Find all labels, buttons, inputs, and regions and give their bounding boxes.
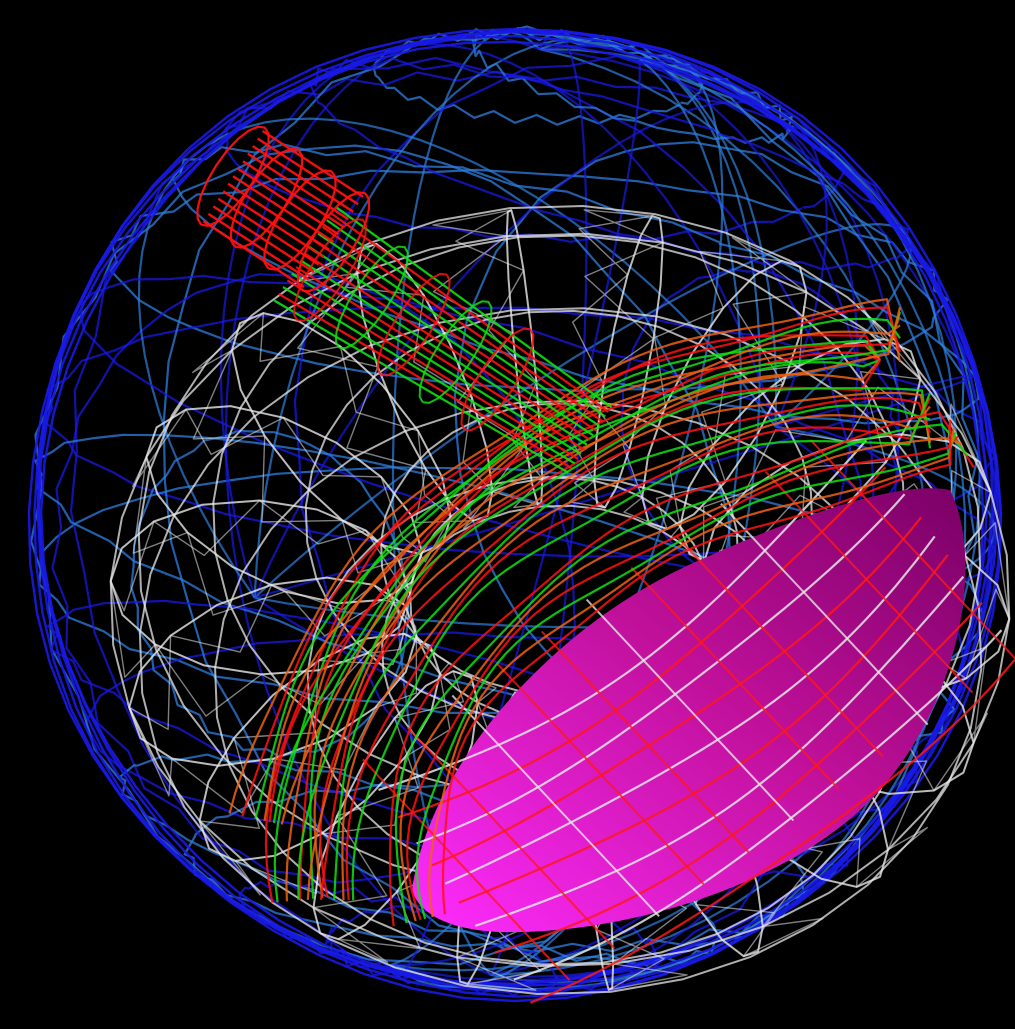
tube-wire-line	[319, 359, 881, 898]
ellipsoid-wire-overlay	[362, 439, 1015, 1004]
cylinder-cap-ring	[229, 147, 304, 249]
cylinder-cap-line	[247, 152, 349, 221]
cylinder-arm-line	[291, 272, 582, 456]
sphere-meridian-line	[389, 58, 641, 979]
cylinder-cap-line	[261, 129, 364, 198]
ellipsoid-wire-line	[397, 466, 887, 819]
cylinder-arm-line	[326, 219, 606, 418]
ellipsoid-wire-line	[630, 566, 839, 790]
ellipsoid-wire-line	[416, 493, 906, 845]
tube-wire-line	[228, 298, 902, 814]
tube-wire-line	[280, 306, 902, 825]
ellipsoid-wire-line	[585, 598, 795, 822]
torus-diagonal-line	[131, 408, 423, 637]
cylinder-cap-line	[217, 197, 320, 266]
cylinder-arm-line	[308, 245, 594, 437]
cylinder-arm-line	[299, 259, 588, 446]
ellipsoid-body	[412, 488, 966, 933]
sphere-latitude-line	[46, 599, 860, 881]
cylinder-cap-line	[257, 137, 359, 206]
cylinder-arm-ring	[418, 300, 493, 404]
cylinder-cap-line	[212, 205, 315, 274]
tube-wire-line	[406, 435, 959, 921]
ellipsoid-wire-line	[406, 726, 616, 949]
sphere-meridian-line	[253, 37, 778, 598]
cylinder-arm-ring	[335, 245, 409, 350]
ellipsoid-wire-line	[451, 694, 660, 917]
ellipsoid-wire-line	[494, 601, 983, 954]
solid-ellipsoid	[412, 488, 966, 933]
ellipsoid-wire-line	[496, 662, 705, 886]
cylinder-cap-ring	[263, 169, 337, 271]
cylinder-cap-line	[202, 220, 305, 289]
tube-wire-line	[428, 427, 955, 918]
curved-tube-bundle	[228, 298, 975, 927]
cylinder-arm-line	[295, 266, 585, 451]
ellipsoid-wire-line	[529, 657, 1015, 1004]
cylinder-cap-line	[207, 212, 310, 281]
tube-wire-line	[298, 351, 881, 901]
cylinder-arm-ring	[376, 272, 451, 377]
torus-diagonal-line	[128, 584, 418, 814]
cylinder-arm-line	[282, 286, 576, 465]
ellipsoid-wire-line	[764, 471, 974, 694]
cylinder-arm-line	[304, 252, 591, 441]
torus-diagonal-line	[191, 312, 452, 574]
cylinder-arm-line	[321, 225, 603, 423]
ellipsoid-wire-line	[458, 554, 949, 904]
tube-wire-line	[268, 316, 902, 823]
tube-wire-line	[351, 392, 932, 901]
cylinder-arm-line	[312, 239, 597, 432]
sphere-meridian-line	[137, 117, 777, 599]
sphere-latitude-line	[308, 57, 912, 271]
ellipsoid-wire-line	[444, 535, 936, 885]
tube-wire-line	[254, 317, 901, 820]
ellipsoid-wire-line	[675, 534, 884, 758]
tube-wire-line	[241, 306, 902, 817]
tube-wire-line	[441, 419, 952, 915]
ellipsoid-wire-line	[475, 575, 965, 927]
tube-wire-line	[399, 436, 963, 922]
cylinder-arm-line	[317, 232, 600, 427]
sphere-latitude-line	[238, 879, 558, 997]
torus-diagonal-line	[669, 304, 921, 567]
cylinder-cap-ring	[196, 125, 270, 227]
cylinder-arm-line	[286, 279, 579, 460]
tube-wire-line	[272, 311, 902, 824]
cylinder-arm-line	[330, 212, 610, 413]
ellipsoid-wire-line	[541, 630, 750, 854]
cylinder-arm-line	[334, 205, 613, 409]
tube-wire-line	[319, 396, 932, 901]
cylinder-cap-line	[252, 145, 354, 213]
tube-wire-line	[297, 387, 932, 900]
tube-wire-line	[313, 359, 881, 898]
tube-wire-line	[394, 423, 969, 924]
tube-wire-line	[341, 405, 931, 901]
sphere-meridian-line	[253, 101, 828, 599]
tube-wire-line	[264, 334, 881, 903]
ellipsoid-wire-line	[513, 629, 1003, 981]
torus-loop-line	[137, 205, 982, 893]
tube-wire-line	[388, 411, 975, 927]
tube-wire-line	[415, 431, 958, 920]
tube-wire-line	[333, 404, 931, 901]
torus-diagonal-line	[110, 499, 411, 717]
torus-diagonal-line	[622, 236, 807, 530]
tube-wire-line	[273, 339, 881, 903]
ellipsoid-wire-line	[720, 503, 929, 726]
tube-wire-line	[306, 391, 932, 900]
ellipsoid-wire-line	[809, 439, 1015, 660]
cylinder-arm-ring	[460, 327, 535, 432]
sphere-latitude-line	[471, 28, 794, 144]
cylinder-cap-ring	[296, 191, 371, 293]
cylinder-arm-wireframe	[196, 125, 613, 474]
outer-sphere-wireframe	[27, 25, 1003, 1003]
tube-wire-line	[345, 397, 931, 901]
cylinder-arm-line	[273, 299, 570, 474]
cylinder-arm-line	[278, 292, 573, 470]
torus-loop-line	[138, 307, 983, 995]
